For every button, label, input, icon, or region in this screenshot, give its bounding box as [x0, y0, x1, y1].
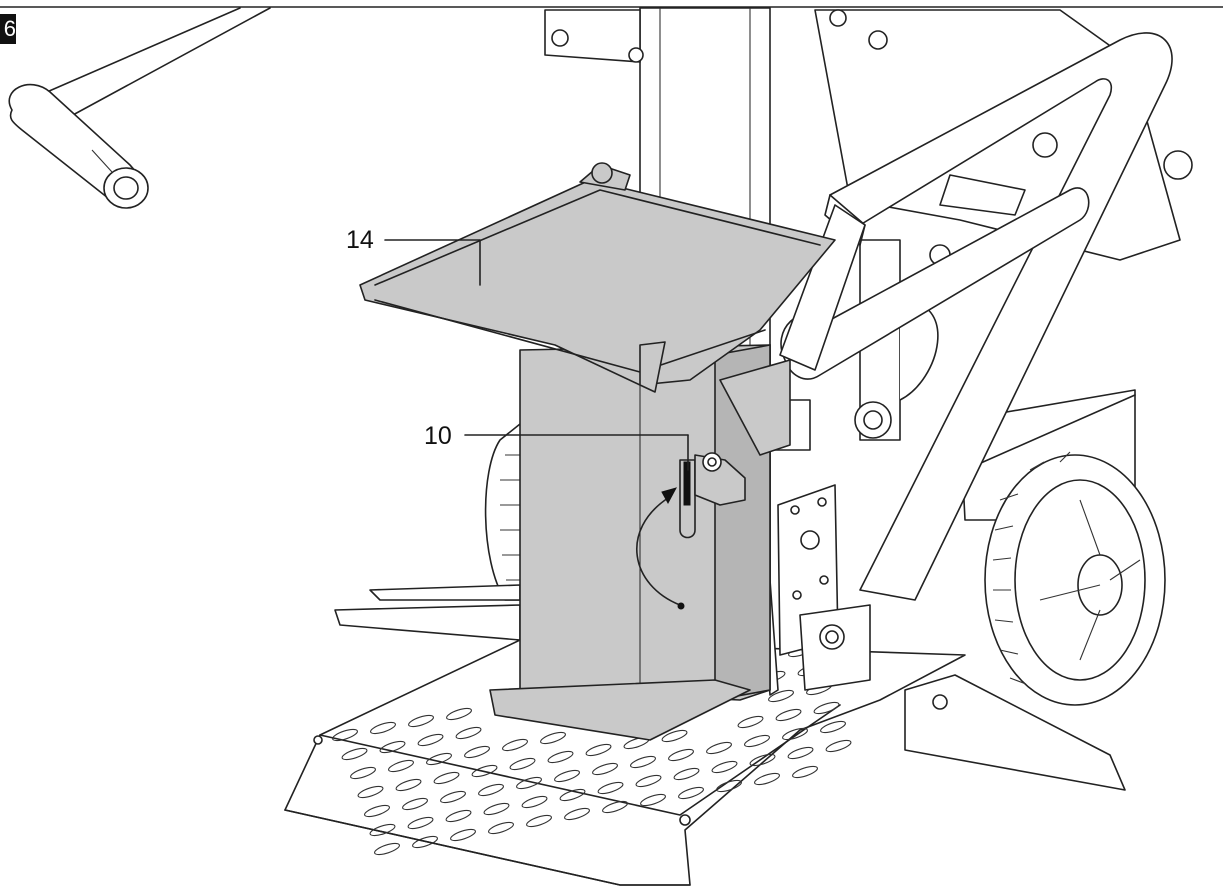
tread-dimple	[350, 766, 376, 780]
tread-dimple	[521, 795, 548, 809]
tread-dimple	[668, 748, 694, 762]
tread-dimple	[559, 788, 586, 802]
tread-dimple	[417, 733, 444, 747]
tread-dimple	[445, 809, 472, 823]
tread-dimple	[754, 772, 780, 786]
tread-dimple	[782, 727, 808, 741]
tread-dimple	[602, 800, 628, 814]
tread-dimple	[711, 760, 738, 774]
tread-dimple	[825, 739, 852, 753]
callout-label-14: 14	[346, 226, 374, 254]
tread-dimple	[554, 769, 580, 783]
rotation-arrow	[636, 487, 685, 610]
base-plate	[284, 639, 966, 886]
tread-dimple	[592, 762, 618, 776]
tread-dimple	[408, 714, 434, 728]
tread-dimple	[509, 757, 536, 771]
tread-dimple	[792, 765, 818, 779]
tread-dimple	[673, 767, 700, 781]
tread-dimple	[630, 755, 656, 769]
tread-dimple	[585, 743, 612, 757]
tread-dimple	[635, 774, 662, 788]
tread-dimple	[564, 807, 590, 821]
callout-label-10: 10	[424, 422, 452, 450]
tread-dimple	[407, 816, 434, 830]
operating-handle	[779, 32, 1173, 601]
tread-dimple	[813, 701, 840, 715]
tread-dimple	[488, 821, 514, 835]
left-wheel	[484, 419, 526, 601]
tread-dimple	[369, 823, 396, 837]
tread-dimple	[716, 779, 742, 793]
left-runners	[334, 584, 521, 641]
tread-dimple	[455, 726, 482, 740]
work-table	[359, 162, 836, 741]
tread-dimple	[547, 750, 574, 764]
wheel-tread	[992, 451, 1071, 685]
figure-number-badge: 6	[0, 14, 16, 44]
tread-dimple	[332, 728, 358, 742]
tread-dimple	[749, 753, 776, 767]
tread-dimple	[341, 747, 368, 761]
tread-dimple	[374, 842, 400, 856]
tread-dimple	[597, 781, 624, 795]
tread-dimple	[775, 708, 802, 722]
tread-dimple	[768, 689, 794, 703]
right-frame	[959, 389, 1166, 706]
tread-dimple	[483, 802, 510, 816]
right-foot	[904, 674, 1126, 791]
tread-dimple	[412, 835, 438, 849]
locking-pin	[679, 452, 746, 539]
tread-dimple	[478, 783, 504, 797]
crank-handle	[8, 7, 271, 209]
tread-dimple	[640, 793, 666, 807]
tread-dimple	[526, 814, 552, 828]
tread-dimple	[388, 759, 414, 773]
tread-dimple	[744, 734, 770, 748]
tread-dimple	[402, 797, 428, 811]
tread-dimple	[737, 715, 764, 729]
tread-dimple	[426, 752, 452, 766]
tread-dimple	[661, 729, 688, 743]
tread-dimple	[440, 790, 466, 804]
tread-dimple	[379, 740, 406, 754]
tread-dimple	[370, 721, 396, 735]
tread-dimple	[446, 707, 472, 721]
tread-dimple	[540, 731, 566, 745]
tread-dimple	[502, 738, 528, 752]
tread-dimple	[706, 741, 732, 755]
tread-dimple	[471, 764, 498, 778]
tread-dimple	[787, 746, 814, 760]
tread-dimple	[395, 778, 422, 792]
tread-dimple	[364, 804, 390, 818]
tread-dimple	[450, 828, 476, 842]
tread-dimple	[820, 720, 846, 734]
tread-dimple	[357, 785, 384, 799]
tread-dimple	[433, 771, 460, 785]
tread-dimple	[516, 776, 542, 790]
tread-dimple	[464, 745, 490, 759]
tread-dimple	[678, 786, 704, 800]
